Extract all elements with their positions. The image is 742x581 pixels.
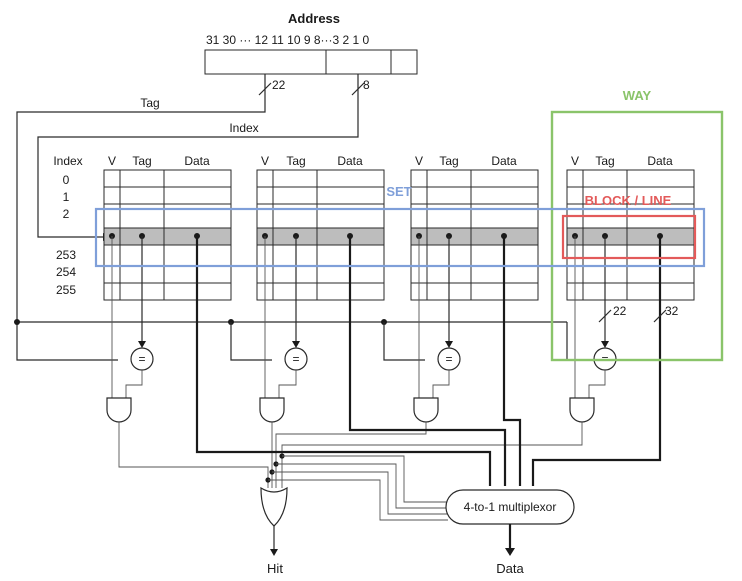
way-3: V Tag Data bbox=[566, 154, 695, 301]
way-3-v-header: V bbox=[571, 154, 579, 168]
way-1-data-header: Data bbox=[337, 154, 363, 168]
way-3-data-header: Data bbox=[647, 154, 673, 168]
way-0-v-header: V bbox=[108, 154, 116, 168]
set-highlight bbox=[94, 207, 706, 268]
block-highlight bbox=[561, 214, 697, 260]
way-label: WAY bbox=[623, 88, 652, 103]
index-row-1: 1 bbox=[63, 190, 70, 204]
way-2-v-header: V bbox=[415, 154, 423, 168]
tag-bus-width: 22 bbox=[272, 78, 286, 92]
index-row-254: 254 bbox=[56, 265, 76, 279]
and-gate-2 bbox=[413, 397, 439, 423]
tag-read-wires bbox=[138, 236, 612, 348]
and-gate-1 bbox=[259, 397, 285, 423]
way-3-tag-header: Tag bbox=[595, 154, 614, 168]
way-highlight bbox=[550, 110, 724, 362]
tag-bus bbox=[16, 74, 272, 361]
multiplexor-label: 4-to-1 multiplexor bbox=[464, 500, 557, 514]
set-label: SET bbox=[386, 184, 411, 199]
index-row-2: 2 bbox=[63, 207, 70, 221]
address-title: Address bbox=[288, 11, 340, 26]
way-1-tag-header: Tag bbox=[286, 154, 305, 168]
way-1-selected-row bbox=[257, 228, 384, 245]
hit-select-wires bbox=[118, 422, 583, 521]
or-gate bbox=[260, 486, 288, 527]
way-0: V Tag Data bbox=[103, 154, 232, 301]
way-3-data-width: 32 bbox=[665, 304, 679, 318]
way-2: V Tag Data bbox=[410, 154, 539, 301]
way-3-tag-width: 22 bbox=[613, 304, 627, 318]
comparator-0-symbol: = bbox=[138, 352, 145, 366]
way-2-tag-header: Tag bbox=[439, 154, 458, 168]
index-row-255: 255 bbox=[56, 283, 76, 297]
way-0-tag-header: Tag bbox=[132, 154, 151, 168]
index-bus-label: Index bbox=[229, 121, 258, 135]
comparator-2: = bbox=[437, 347, 461, 371]
way-0-selected-row bbox=[104, 228, 231, 245]
way-2-data-header: Data bbox=[491, 154, 517, 168]
way-2-selected-row bbox=[411, 228, 538, 245]
index-row-253: 253 bbox=[56, 248, 76, 262]
address-bit-labels: 31 30 ··· 12 11 10 9 8···3 2 1 0 bbox=[206, 33, 370, 47]
tag-bus-label: Tag bbox=[140, 96, 159, 110]
index-row-0: 0 bbox=[63, 173, 70, 187]
comparator-1: = bbox=[284, 347, 308, 371]
block-label: BLOCK / LINE bbox=[585, 193, 672, 208]
and-gate-3 bbox=[569, 397, 595, 423]
comparator-1-symbol: = bbox=[292, 352, 299, 366]
index-bus-width: 8 bbox=[363, 78, 370, 92]
data-output-label: Data bbox=[496, 561, 524, 576]
address-register bbox=[204, 49, 418, 75]
way-1-v-header: V bbox=[261, 154, 269, 168]
data-arrow-icon bbox=[505, 548, 515, 556]
hit-label: Hit bbox=[267, 561, 283, 576]
valid-and-wires bbox=[111, 236, 606, 398]
way-3-selected-row bbox=[567, 228, 694, 245]
way-0-data-header: Data bbox=[184, 154, 210, 168]
and-gate-0 bbox=[106, 397, 132, 423]
comparator-2-symbol: = bbox=[445, 352, 452, 366]
hit-arrow-icon bbox=[270, 549, 278, 556]
way-1: V Tag Data bbox=[256, 154, 385, 301]
data-read-buses bbox=[195, 236, 667, 486]
comparator-0: = bbox=[130, 347, 154, 371]
index-header: Index bbox=[53, 154, 82, 168]
